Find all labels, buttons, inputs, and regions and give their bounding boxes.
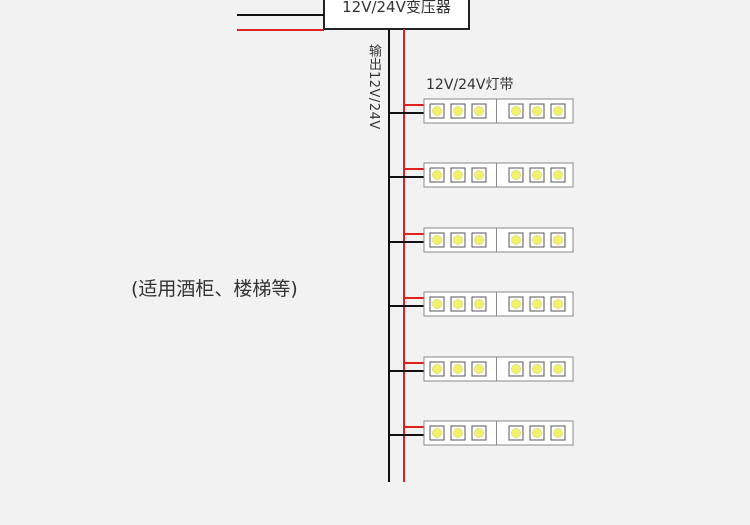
led-light [432,428,442,438]
led-light [432,170,442,180]
led-light [453,235,463,245]
led-strip [423,227,574,253]
led-light [432,364,442,374]
led-strip [423,356,574,382]
led-light [474,428,484,438]
led-light [511,299,521,309]
led-light [511,235,521,245]
led-light [553,170,563,180]
led-light [432,299,442,309]
led-light [532,428,542,438]
led-light [453,106,463,116]
led-light [474,235,484,245]
led-light [453,364,463,374]
led-light [532,235,542,245]
led-strip [423,420,574,446]
led-light [532,299,542,309]
led-strip-label: 12V/24V灯带 [426,77,514,93]
transformer-label: 12V/24V变压器 [342,0,451,16]
led-light [532,364,542,374]
led-light [532,106,542,116]
led-light [511,364,521,374]
output-voltage-label: 输出12V/24V [366,44,381,130]
led-light [453,170,463,180]
led-light [553,364,563,374]
led-strip [423,98,574,124]
led-light [553,428,563,438]
led-strip-group [389,98,574,446]
led-light [453,299,463,309]
led-light [474,106,484,116]
transformer-box [323,0,470,30]
led-light [553,235,563,245]
led-strip [423,291,574,317]
led-light [432,235,442,245]
led-light [474,364,484,374]
led-light [511,170,521,180]
led-strip [423,162,574,188]
led-light [432,106,442,116]
led-light [511,428,521,438]
led-light [511,106,521,116]
usage-note: (适用酒柜、楼梯等) [131,278,298,300]
led-light [532,170,542,180]
led-light [474,299,484,309]
led-light [474,170,484,180]
led-light [453,428,463,438]
led-light [553,106,563,116]
led-light [553,299,563,309]
